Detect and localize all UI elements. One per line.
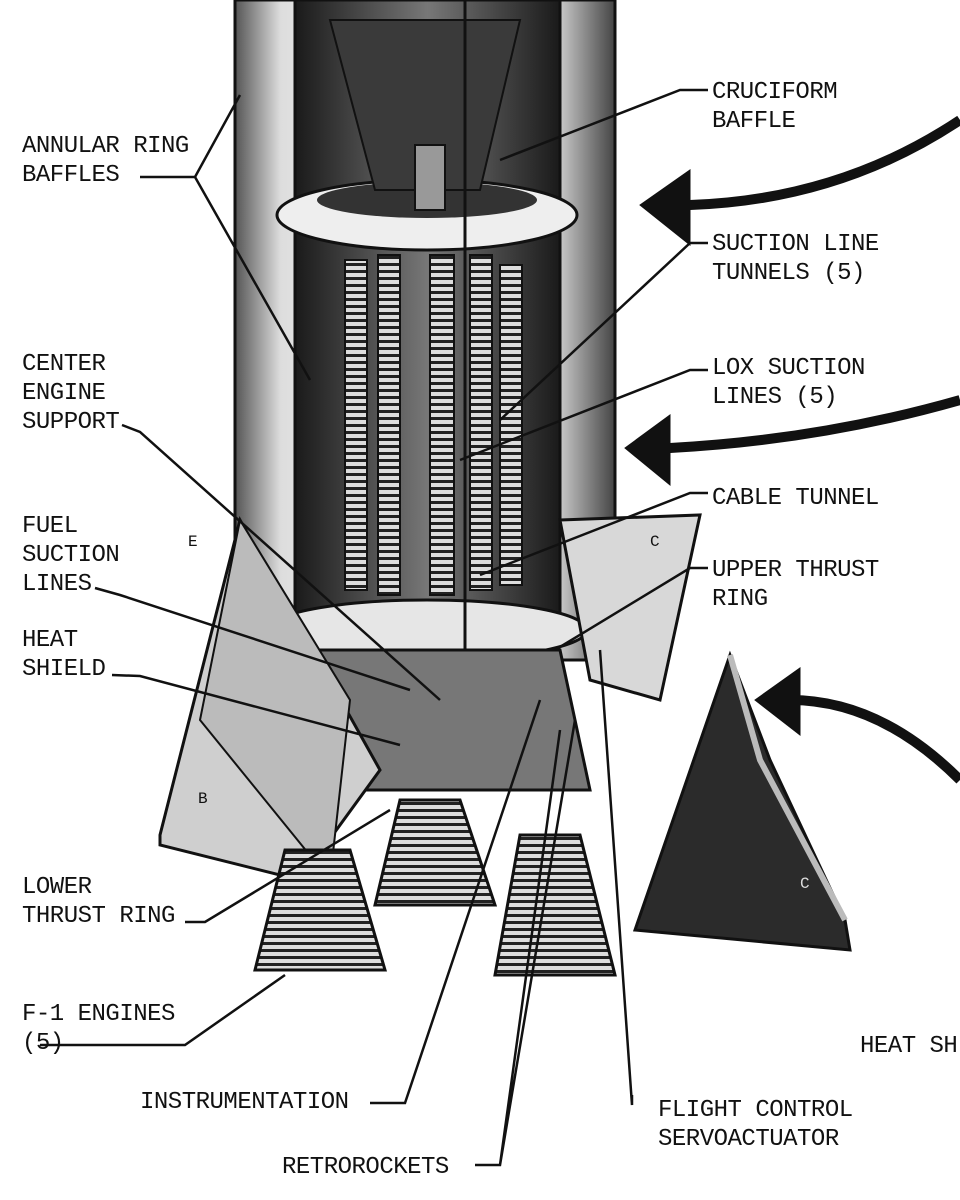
label-line: THRUST RING: [22, 903, 175, 930]
fin-marking-c: C: [650, 533, 660, 551]
label-line: TUNNELS (5): [712, 260, 865, 287]
label-retrorockets: RETROROCKETS: [282, 1153, 449, 1182]
label-line: LINES (5): [712, 384, 838, 411]
label-line: SUCTION LINE: [712, 231, 879, 258]
label-line: LOWER: [22, 874, 92, 901]
label-line: SUCTION: [22, 542, 120, 569]
label-line: SHIELD: [22, 656, 106, 683]
label-line: HEAT SH: [860, 1033, 958, 1060]
label-line: BAFFLES: [22, 162, 120, 189]
label-line: HEAT: [22, 627, 78, 654]
label-line: ANNULAR RING: [22, 133, 189, 160]
label-line: (5): [22, 1030, 64, 1057]
label-line: LINES: [22, 571, 92, 598]
label-line: LOX SUCTION: [712, 355, 865, 382]
fin-right: [558, 513, 702, 702]
label-f1-engines: F-1 ENGINES(5): [22, 1000, 175, 1058]
f1-engine-bells: [253, 798, 617, 977]
fin-marking-c-shield: C: [800, 875, 810, 893]
label-line: ENGINE: [22, 380, 106, 407]
label-line: RING: [712, 586, 768, 613]
label-line: FLIGHT CONTROL: [658, 1097, 853, 1124]
label-cable-tunnel: CABLE TUNNEL: [712, 484, 879, 513]
separation-arrows: [624, 115, 960, 784]
label-line: UPPER THRUST: [712, 557, 879, 584]
label-line: INSTRUMENTATION: [140, 1089, 349, 1116]
lox-suction-lines: [344, 254, 523, 596]
label-line: CRUCIFORM: [712, 79, 838, 106]
label-line: CABLE TUNNEL: [712, 485, 879, 512]
detached-heat-shield: [632, 650, 852, 952]
fin-marking-e: E: [188, 533, 198, 551]
label-instrumentation: INSTRUMENTATION: [140, 1088, 349, 1117]
fin-marking-b: B: [198, 790, 208, 808]
leader-lines: [40, 88, 708, 1167]
label-line: FUEL: [22, 513, 78, 540]
label-line: BAFFLE: [712, 108, 796, 135]
label-line: RETROROCKETS: [282, 1154, 449, 1181]
label-heat-shield-right: HEAT SH: [860, 1032, 958, 1061]
label-line: SUPPORT: [22, 409, 120, 436]
label-line: CENTER: [22, 351, 106, 378]
label-line: SERVOACTUATOR: [658, 1126, 839, 1153]
label-line: F-1 ENGINES: [22, 1001, 175, 1028]
